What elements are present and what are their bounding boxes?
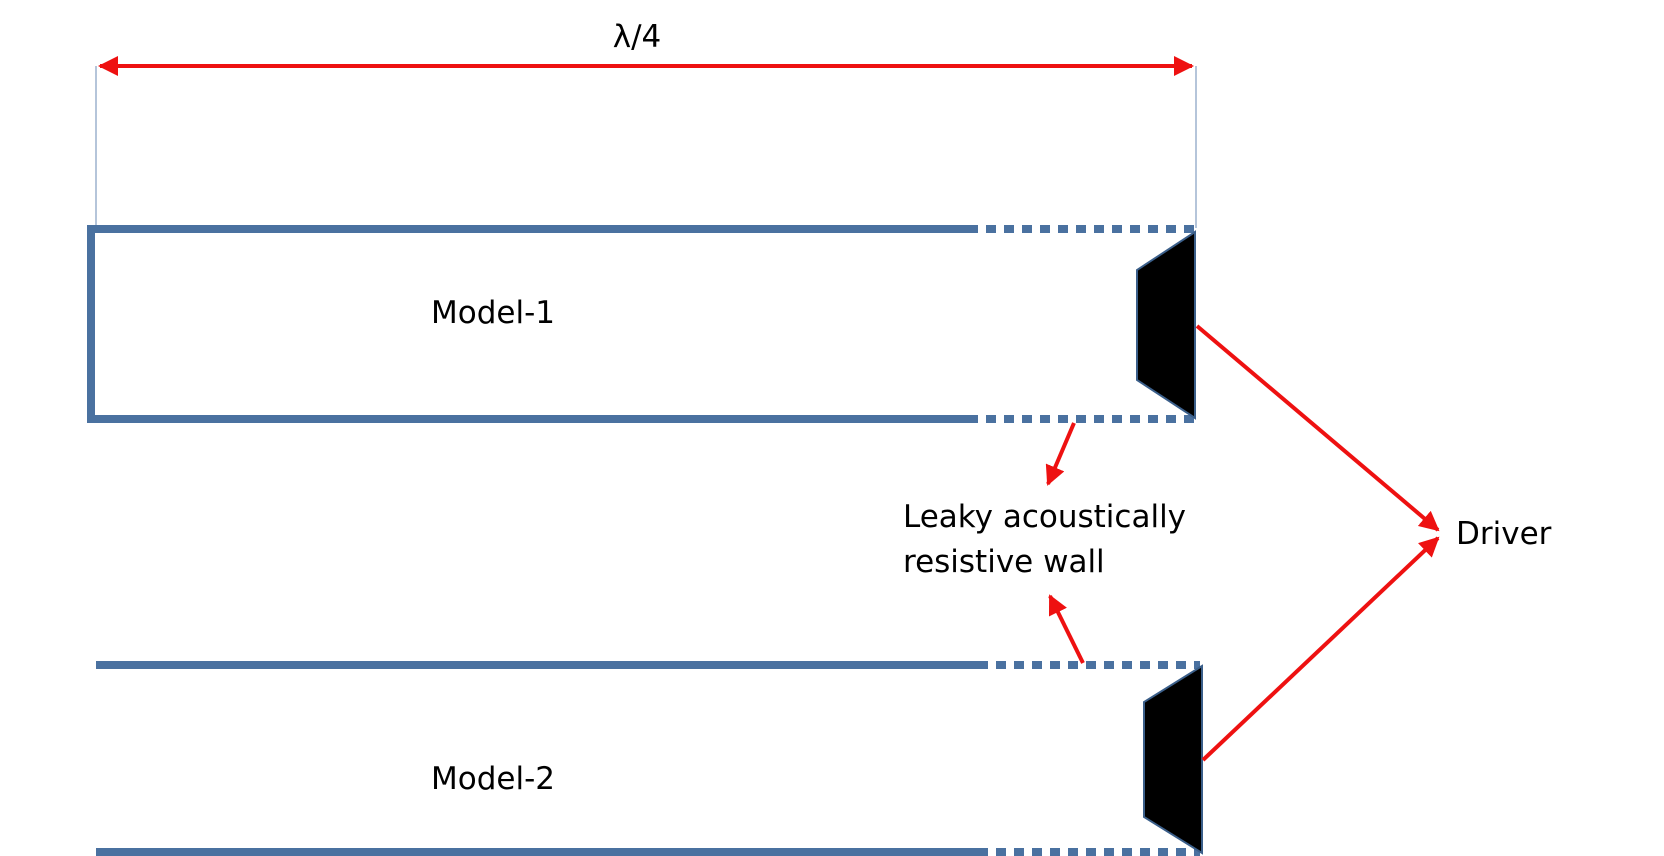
model-2-label: Model-2: [431, 761, 555, 797]
driver-arrow-lower: [1201, 536, 1440, 762]
wavelength-label: λ/4: [613, 19, 662, 55]
driver-arrow-upper: [1195, 324, 1440, 532]
model-1-solid-wall: [87, 225, 968, 423]
leaky-wall-label-line2: resistive wall: [903, 544, 1105, 580]
model-1-label: Model-1: [431, 295, 555, 331]
driver-label: Driver: [1456, 516, 1552, 552]
model-2-tube: Model-2: [96, 661, 1203, 856]
driver-callout: Driver: [1195, 324, 1552, 762]
leaky-wall-arrow-lower: [1048, 594, 1085, 664]
quarter-wavelength-dimension: λ/4: [95, 19, 1197, 228]
leaky-wall-label-line1: Leaky acoustically: [903, 499, 1186, 535]
model-2-driver: [1143, 664, 1203, 855]
leaky-wall-arrow-upper: [1045, 422, 1076, 486]
model-1-tube: Model-1: [87, 225, 1196, 423]
leaky-wall-callout: Leaky acoustically resistive wall: [903, 422, 1186, 664]
model-1-driver: [1136, 230, 1196, 420]
